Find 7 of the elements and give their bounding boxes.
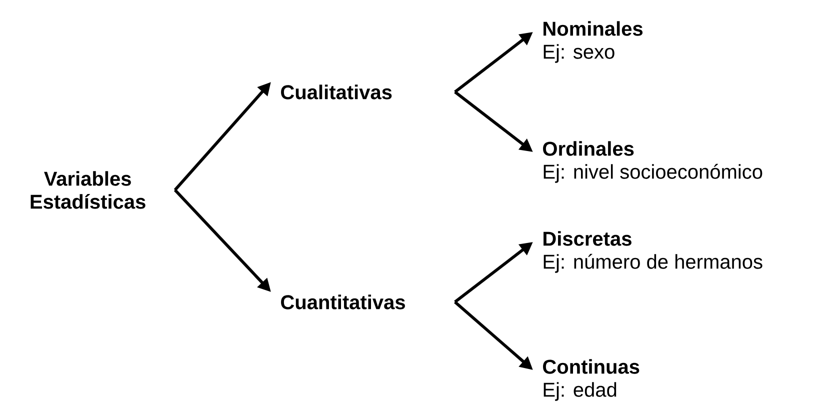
category-label: Variables Estadísticas	[30, 171, 146, 209]
category-label: Nominales Ej: sexo	[544, 21, 643, 63]
category-label: Discretas Ej: número de hermanos	[544, 231, 762, 273]
category-label: Cuantitativas	[281, 294, 405, 310]
category-label: Cualitativas	[281, 84, 392, 100]
category-label: Ordinales Ej: nivel socioeconómico	[543, 141, 762, 183]
category-label: Continuas Ej: edad	[543, 359, 640, 401]
